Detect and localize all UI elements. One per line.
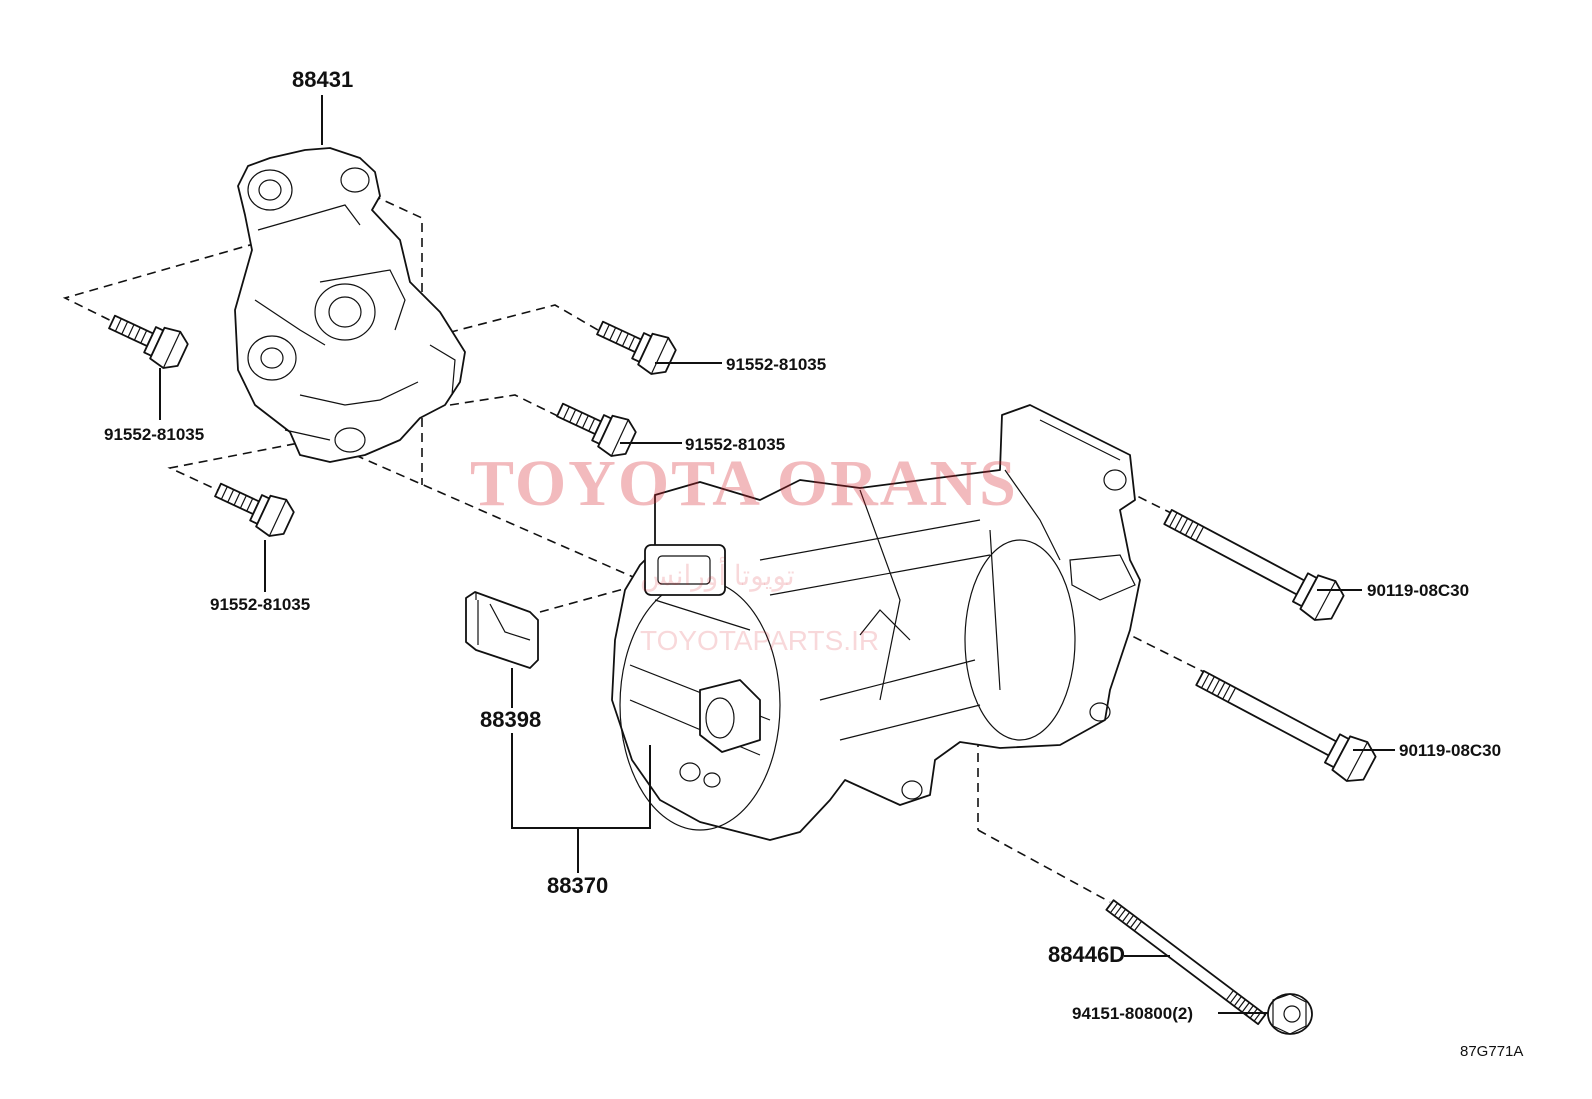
watermark-arabic: تويوتا أورانس	[640, 557, 795, 592]
label-bolt-mid-upper[interactable]: 91552-81035	[726, 355, 826, 374]
watermark: TOYOTA ORANS تويوتا أورانس TOYOTAPARTS.I…	[470, 447, 1018, 656]
label-bolt-left-upper[interactable]: 91552-81035	[104, 425, 204, 444]
label-88398[interactable]: 88398	[480, 707, 541, 732]
drawing-code: 87G771A	[1460, 1043, 1523, 1060]
ac-compressor[interactable]	[611, 404, 1141, 841]
label-88370[interactable]: 88370	[547, 873, 608, 898]
label-long-bolt-upper[interactable]: 90119-08C30	[1367, 581, 1469, 600]
watermark-site: TOYOTAPARTS.IR	[640, 625, 879, 656]
flange-nut[interactable]	[1267, 993, 1313, 1035]
label-88446D[interactable]: 88446D	[1048, 942, 1125, 967]
flange-bolt-mid-lower[interactable]	[552, 392, 640, 461]
label-bolt-left-lower[interactable]: 91552-81035	[210, 595, 310, 614]
compressor-bracket[interactable]	[234, 147, 466, 463]
label-leader-lines	[159, 95, 1395, 1014]
long-bolt-lower[interactable]	[1190, 659, 1380, 788]
label-bolt-mid-lower[interactable]: 91552-81035	[685, 435, 785, 454]
stud-bolt[interactable]	[1105, 899, 1267, 1026]
flange-bolt-mid-upper[interactable]	[592, 310, 680, 379]
label-94151[interactable]: 94151-80800(2)	[1072, 1004, 1193, 1023]
label-88431[interactable]: 88431	[292, 67, 353, 92]
watermark-brand: TOYOTA ORANS	[470, 447, 1018, 520]
flange-bolt-left-lower[interactable]	[210, 472, 298, 541]
connector-cap[interactable]	[465, 591, 539, 669]
part-labels: 88431 91552-81035 91552-81035 91552-8103…	[104, 67, 1501, 1023]
long-bolt-upper[interactable]	[1158, 498, 1348, 627]
label-long-bolt-lower[interactable]: 90119-08C30	[1399, 741, 1501, 760]
flange-bolt-left-upper[interactable]	[104, 304, 192, 373]
